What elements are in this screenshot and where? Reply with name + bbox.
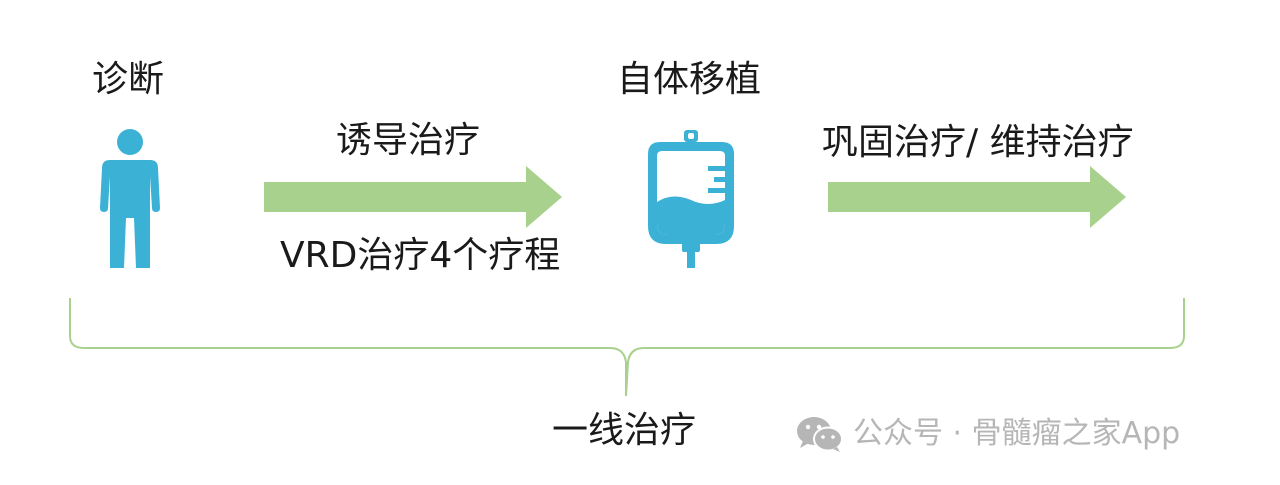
watermark: 公众号 · 骨髓瘤之家App [795, 414, 1180, 454]
wechat-logo-icon [797, 417, 843, 452]
diagnosis-label: 诊断 [92, 59, 165, 100]
first-line-therapy-label: 一线治疗 [552, 410, 697, 451]
consolidation-maintenance-label: 巩固治疗/ 维持治疗 [822, 122, 1134, 163]
watermark-text: 公众号 · 骨髓瘤之家App [853, 416, 1181, 451]
iv-bag-icon [648, 130, 734, 268]
vrd-regimen-label: VRD治疗4个疗程 [280, 235, 561, 276]
consolidation-arrow [828, 166, 1126, 228]
autologous-transplant-label: 自体移植 [617, 59, 762, 100]
person-icon [100, 129, 160, 268]
first-line-bracket [69, 298, 1185, 397]
induction-arrow [264, 166, 562, 228]
induction-therapy-label: 诱导治疗 [336, 120, 481, 161]
